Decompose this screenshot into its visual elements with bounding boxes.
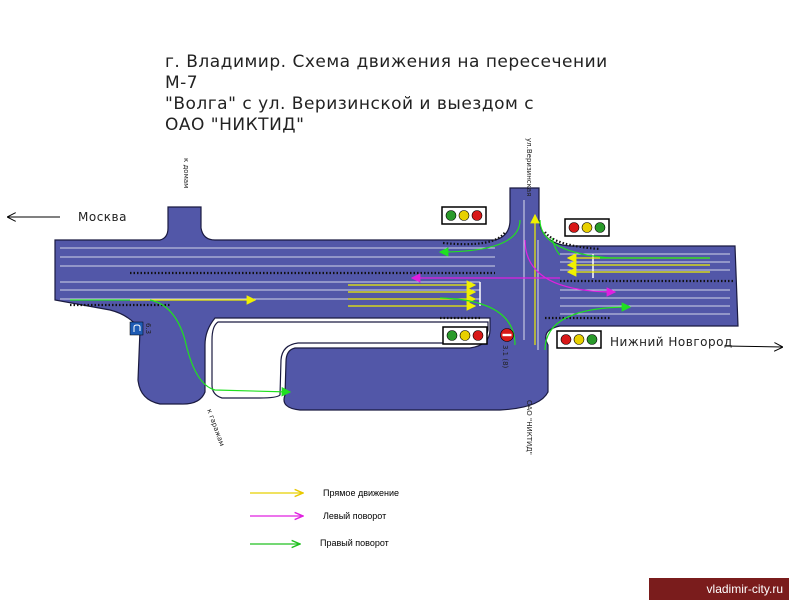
diagram-title: г. Владимир. Схема движения на пересечен…	[165, 52, 608, 135]
nizhny-arrow	[724, 346, 782, 347]
no-entry-sign-icon: 3.1 (8)	[500, 328, 514, 369]
site-watermark: vladimir-city.ru	[649, 578, 789, 600]
to-garages-label: к гаражам	[205, 408, 226, 447]
legend: Прямое движение Левый поворот Правый пов…	[250, 488, 399, 548]
to-houses-label: к домам	[182, 158, 190, 188]
curb-dots	[70, 231, 735, 320]
left-turn-arrows	[410, 239, 617, 297]
traffic-light-2	[564, 218, 610, 237]
sign-number: 6.3	[144, 323, 152, 334]
sign-caption: 3.1 (8)	[501, 345, 509, 369]
traffic-light-4	[556, 330, 602, 349]
niktid-label: ОАО "НИКТИД"	[525, 400, 533, 455]
moscow-label: Москва	[78, 210, 127, 224]
legend-left-label: Левый поворот	[323, 511, 386, 521]
right-turn-arrows	[70, 219, 710, 397]
veriz-street-label: ул.Веризинская	[525, 138, 533, 196]
traffic-light-3	[442, 326, 488, 345]
legend-right-label: Правый поворот	[320, 538, 389, 548]
lane-lines	[60, 200, 730, 350]
nizhny-label: Нижний Новгород	[610, 335, 733, 349]
legend-straight-label: Прямое движение	[323, 488, 399, 498]
u-turn-sign-icon: 6.3	[129, 321, 152, 336]
traffic-light-1	[441, 206, 487, 225]
